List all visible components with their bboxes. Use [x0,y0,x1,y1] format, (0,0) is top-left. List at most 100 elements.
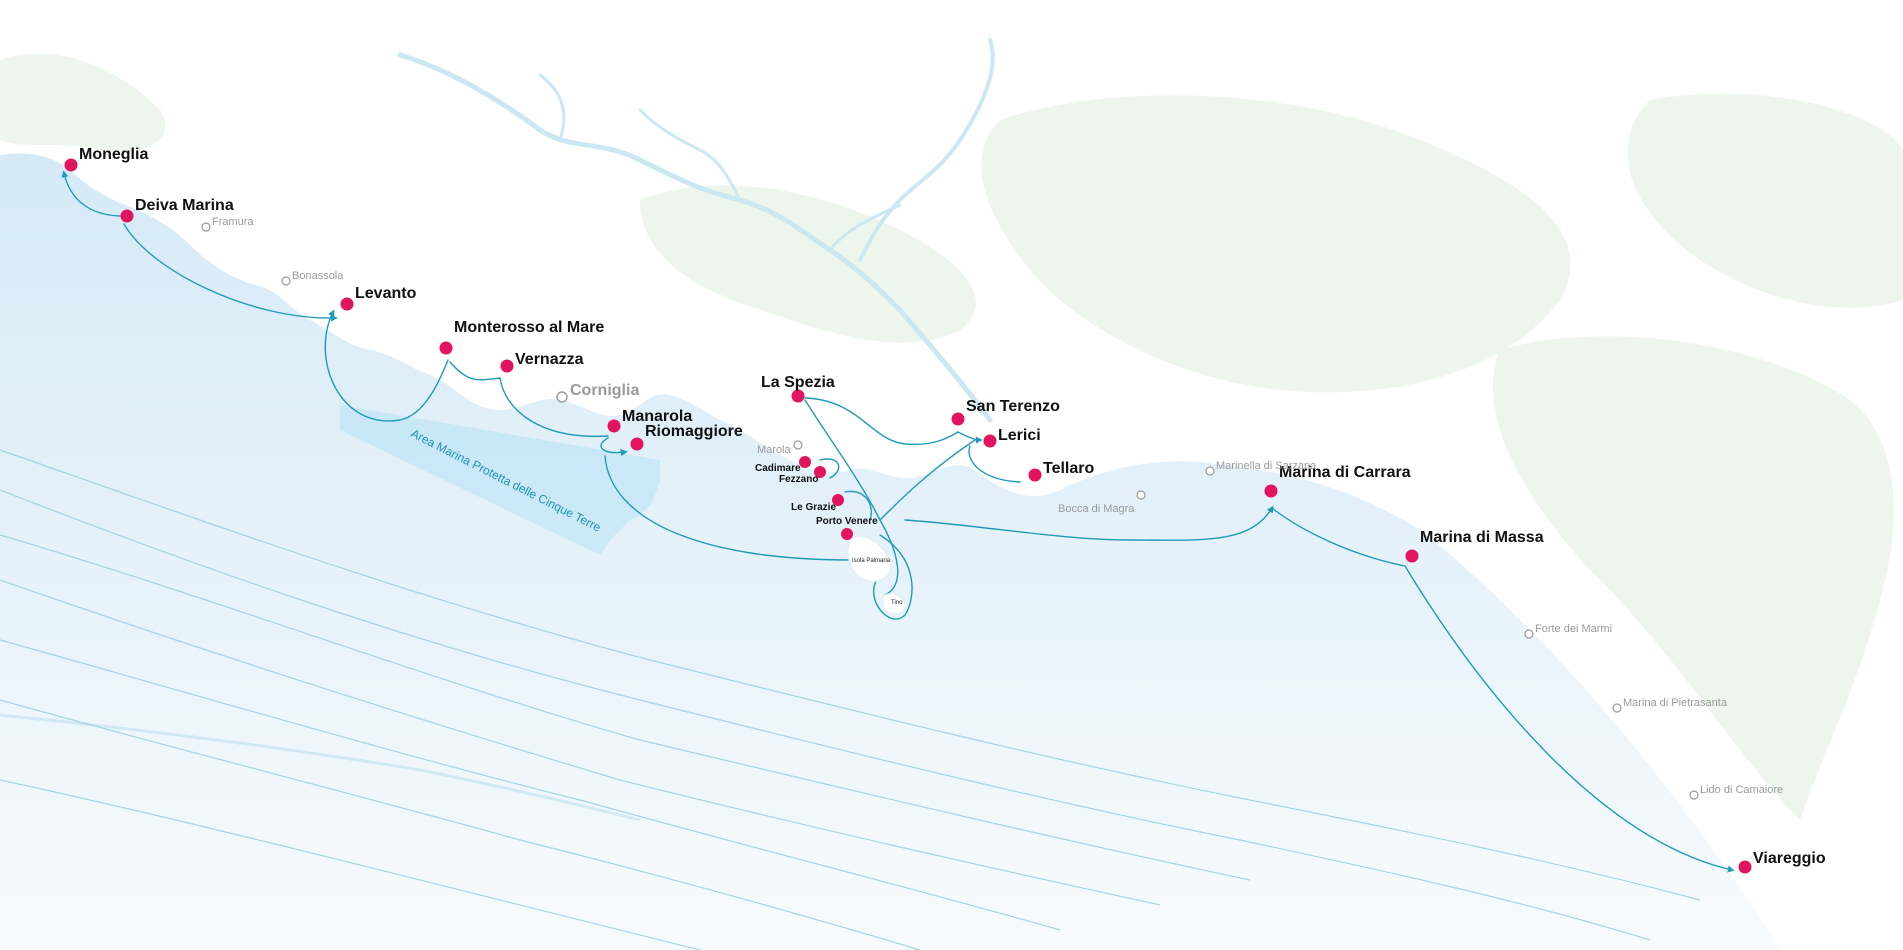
port-label: Porto Venere [816,516,878,527]
place-label: Bocca di Magra [1058,503,1135,515]
place-marker [1524,629,1534,639]
port-marker [799,456,811,468]
port-vernazza[interactable]: Vernazza [500,351,584,373]
port-marker [983,434,997,448]
port-marker [500,359,514,373]
place-marker [556,391,568,403]
place-label: Marola [757,444,792,456]
place-label: Lido di Camaiore [1700,784,1783,796]
port-marker [1264,484,1278,498]
port-marina-di-carrara[interactable]: Marina di Carrara [1264,464,1411,498]
rivers [397,38,995,423]
port-marker [1405,549,1419,563]
port-monterosso[interactable]: Monterosso al Mare [439,319,605,355]
port-riomaggiore[interactable]: Riomaggiore [630,423,743,451]
place-label: Marinella di Sarzana [1216,460,1317,472]
place-marina-di-pietrasanta: Marina di Pietrasanta [1612,697,1728,713]
place-bonassola: Bonassola [281,270,344,286]
port-cadimare[interactable]: Cadimare [755,456,811,474]
route-legrazie-loop [844,490,872,521]
port-marker [630,437,644,451]
port-marina-di-massa[interactable]: Marina di Massa [1405,529,1544,563]
port-san-terenzo[interactable]: San Terenzo [951,398,1061,426]
place-label: Corniglia [570,382,639,399]
place-label: Forte dei Marmi [1535,623,1612,635]
ports-layer: Moneglia Deiva Marina Levanto Monterosso… [64,146,1826,874]
port-moneglia[interactable]: Moneglia [64,146,149,172]
port-marker [841,528,853,540]
port-label: Monterosso al Mare [454,319,604,336]
port-label: Fezzano [779,474,818,485]
port-fezzano[interactable]: Fezzano [779,466,826,485]
place-marker [1689,790,1699,800]
place-marker [281,276,291,286]
place-bocca-di-magra: Bocca di Magra [1058,490,1146,515]
port-marker [607,419,621,433]
port-marker [951,412,965,426]
island-palmaria-shape [847,535,892,582]
route-fezzano-loop [819,458,840,479]
port-lerici[interactable]: Lerici [983,427,1041,448]
place-marinella-di-sarzana: Marinella di Sarzana [1205,460,1317,476]
port-label: Lerici [998,427,1041,444]
port-marker [791,389,805,403]
place-label: Bonassola [292,270,344,282]
place-marker [1612,703,1622,713]
port-marker [1028,468,1042,482]
island-label-palmaria: Isola Palmaria [852,558,891,564]
port-label: Viareggio [1753,850,1826,867]
route-massa-viareggio [1404,565,1735,873]
route-santerenzo-lerici [957,431,983,444]
route-levanto-monterosso [324,309,449,422]
route-riomaggiore-portovenere [604,455,851,561]
port-marker [439,341,453,355]
place-marker [1205,466,1215,476]
ferry-routes [61,170,1735,873]
island-tino-shape [881,592,906,615]
port-marker [1738,860,1752,874]
port-label: Cadimare [755,463,801,474]
port-label: Le Grazie [791,502,836,513]
port-deiva-marina[interactable]: Deiva Marina [120,197,234,223]
port-label: Vernazza [515,351,584,368]
island-labels: Isola Palmaria Tino [852,558,903,606]
terrain-tint [0,53,1903,820]
route-moneglia-deiva [61,170,121,217]
port-label: La Spezia [761,374,835,391]
route-manarola-riomaggiore [600,437,628,456]
port-label: Marina di Carrara [1279,464,1411,481]
port-viareggio[interactable]: Viareggio [1738,850,1826,874]
port-label: Tellaro [1043,460,1095,477]
islands [847,535,906,615]
places-layer: Framura Bonassola Corniglia Marola Bocca… [201,216,1783,800]
port-manarola[interactable]: Manarola [607,408,693,433]
route-carrara-massa [1271,507,1406,567]
port-la-spezia[interactable]: La Spezia [761,374,835,403]
route-laspezia-santerenzo [804,397,959,446]
port-porto-venere[interactable]: Porto Venere [816,516,878,540]
route-deiva-levanto [123,223,338,322]
place-forte-dei-marmi: Forte dei Marmi [1524,623,1612,639]
place-label: Framura [212,216,254,228]
place-lido-di-camaiore: Lido di Camaiore [1689,784,1783,800]
port-label: San Terenzo [966,398,1060,415]
port-label: Moneglia [79,146,148,163]
port-le-grazie[interactable]: Le Grazie [791,494,844,513]
port-levanto[interactable]: Levanto [340,285,417,311]
route-portovenere-carrara [904,505,1274,541]
place-framura: Framura [201,216,254,232]
route-monterosso-vernazza [449,361,501,381]
route-vernazza-manarola [499,377,609,438]
place-marker [793,440,803,450]
island-label-tino: Tino [891,600,903,606]
route-portovenere-lerici [879,439,976,521]
port-marker [120,209,134,223]
port-marker [340,297,354,311]
port-tellaro[interactable]: Tellaro [1028,460,1095,482]
place-marker [1136,490,1146,500]
place-marola: Marola [757,440,803,456]
port-label: Deiva Marina [135,197,234,214]
port-marker [814,466,826,478]
port-marker [64,158,78,172]
